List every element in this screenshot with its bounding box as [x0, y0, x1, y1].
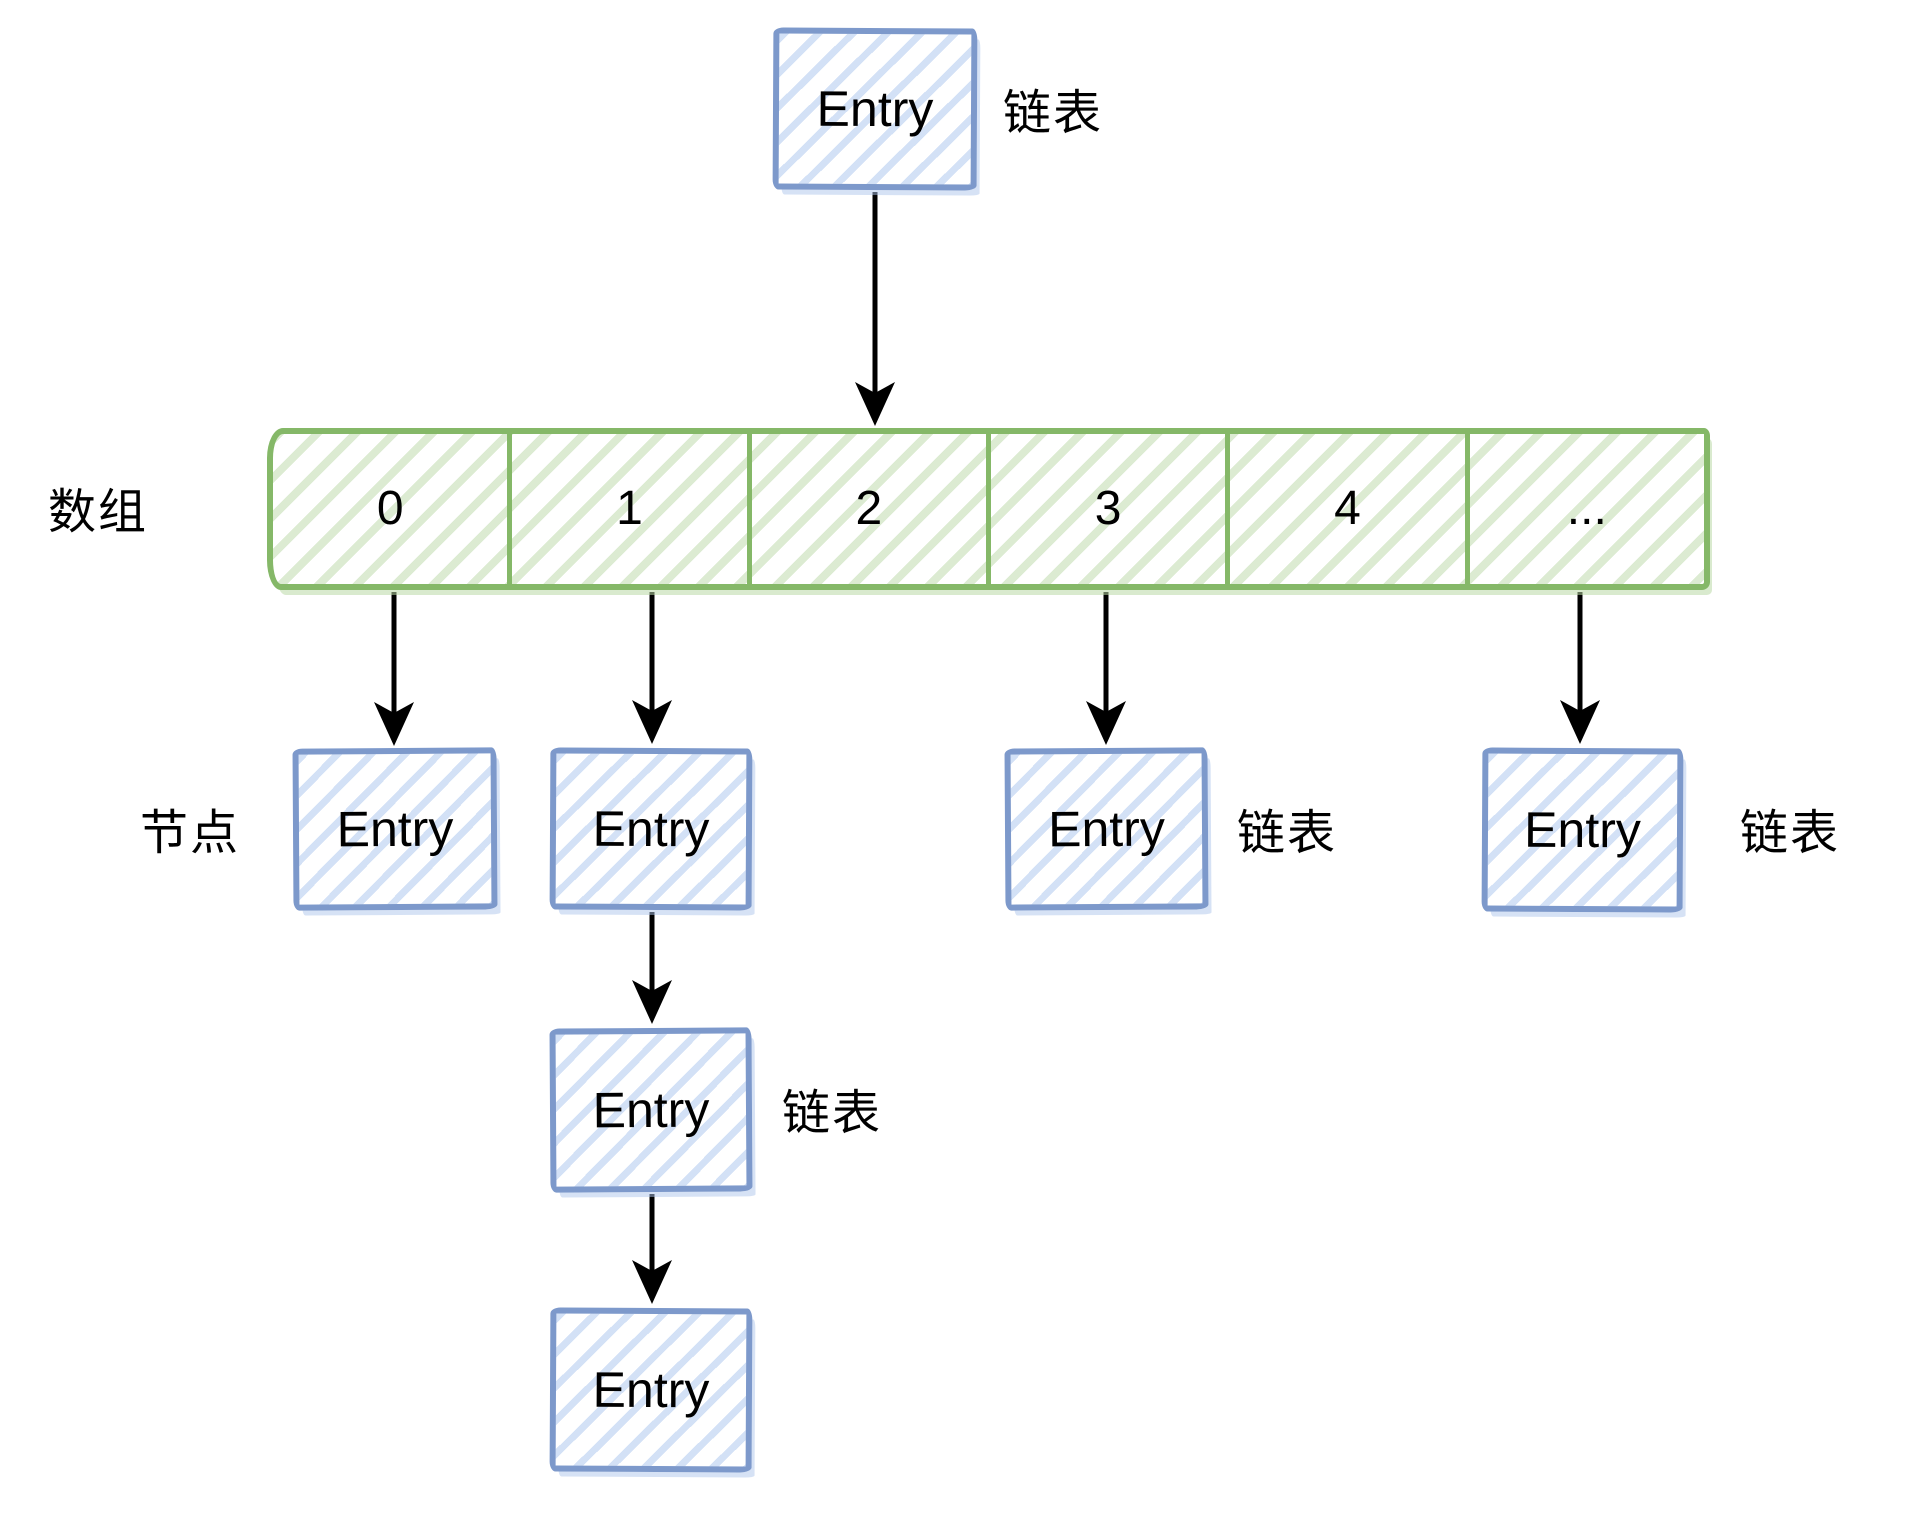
arrow-cell0-to-entry-icon — [374, 592, 414, 746]
array-cell-2: 2 — [746, 434, 986, 584]
annotation-linked-list-bucket3: 链表 — [1237, 807, 1338, 860]
entry-box-label: Entry — [592, 1081, 710, 1139]
entry-box-chain-tail: Entry — [549, 1307, 753, 1473]
entry-box-label: Entry — [1047, 800, 1166, 858]
array-bar: 0 1 2 3 4 ... — [267, 428, 1710, 590]
array-label: 数组 — [48, 486, 149, 539]
array-cell-index: 4 — [1334, 482, 1361, 535]
entry-box-bucket3: Entry — [1004, 747, 1209, 911]
entry-box-label: Entry — [1523, 801, 1641, 859]
arrow-celldots-to-entry-icon — [1560, 592, 1600, 744]
array-cell-index: 0 — [376, 482, 404, 535]
arrow-cell3-to-entry-icon — [1086, 592, 1126, 745]
entry-box-bucket-last: Entry — [1481, 747, 1684, 913]
array-cell-index: 3 — [1094, 482, 1122, 535]
annotation-linked-list-top: 链表 — [1003, 87, 1104, 140]
array-cell-3: 3 — [985, 434, 1225, 584]
array-cell-dots: ... — [1464, 434, 1704, 584]
entry-box-label: Entry — [592, 800, 710, 858]
annotation-linked-list-bucket-last: 链表 — [1740, 807, 1841, 860]
entry-box-bucket1: Entry — [549, 747, 753, 911]
entry-box-top: Entry — [772, 27, 978, 191]
array-cell-index: 2 — [855, 482, 883, 535]
entry-box-chain-mid: Entry — [549, 1027, 753, 1193]
arrow-top-entry-to-array-icon — [855, 192, 895, 426]
annotation-linked-list-chain: 链表 — [782, 1087, 883, 1140]
entry-box-bucket0: Entry — [292, 747, 498, 911]
array-cell-index: ... — [1566, 482, 1607, 535]
array-cell-index: 1 — [616, 482, 643, 535]
entry-box-label: Entry — [592, 1361, 710, 1419]
arrow-entry1-to-chain-mid-icon — [632, 912, 672, 1024]
node-row-label: 节点 — [140, 807, 241, 860]
array-cell-1: 1 — [507, 434, 746, 584]
entry-box-label: Entry — [336, 800, 454, 858]
array-cell-4: 4 — [1225, 434, 1464, 584]
array-cell-0: 0 — [273, 434, 507, 584]
arrow-chain-mid-to-tail-icon — [632, 1194, 672, 1304]
arrow-cell1-to-entry-icon — [632, 592, 672, 744]
entry-box-label: Entry — [816, 80, 934, 138]
